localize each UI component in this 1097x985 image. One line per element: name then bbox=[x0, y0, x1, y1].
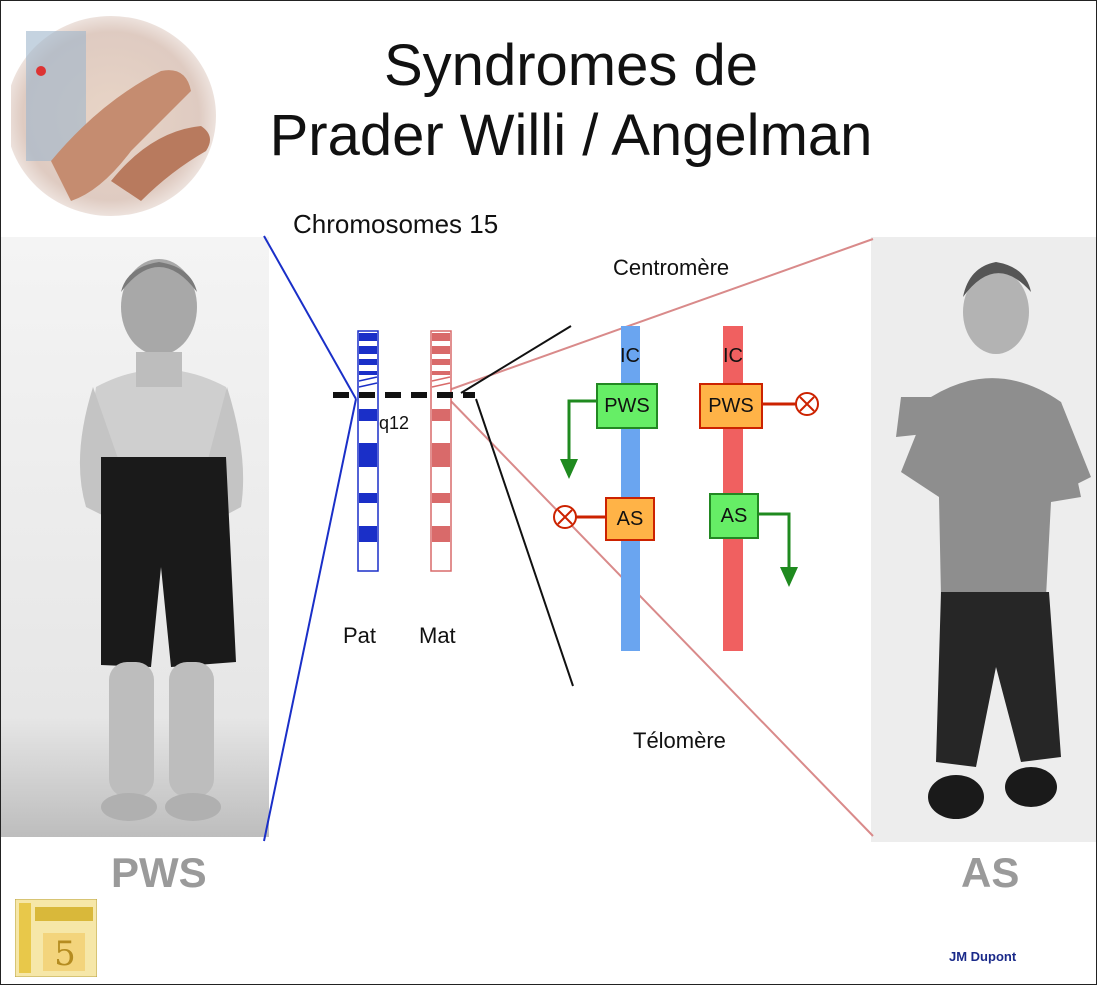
zoom-line-black-bottom bbox=[476, 399, 573, 686]
pat-label: Pat bbox=[343, 623, 376, 649]
ic-label-maternal: IC bbox=[723, 345, 743, 368]
svg-text:5: 5 bbox=[54, 934, 76, 974]
paternal-as-silenced-icon bbox=[554, 506, 605, 528]
paternal-pws-gene-box: PWS bbox=[596, 383, 658, 429]
university-logo-icon: 5 bbox=[15, 899, 97, 977]
mat-label: Mat bbox=[419, 623, 456, 649]
zoom-line-mat-bottom bbox=[446, 396, 873, 836]
zoom-line-pat-top bbox=[264, 236, 356, 399]
maternal-as-expression-arrow bbox=[759, 514, 798, 587]
maternal-as-gene-box: AS bbox=[709, 493, 759, 539]
as-patient-label: AS bbox=[961, 849, 1019, 897]
band-label: q12 bbox=[379, 413, 409, 434]
maternal-pws-silenced-icon bbox=[759, 393, 818, 415]
centromere-label: Centromère bbox=[613, 255, 729, 281]
maternal-pws-gene-box: PWS bbox=[699, 383, 763, 429]
maternal-region-bar bbox=[723, 326, 743, 651]
zoom-line-pat-bottom bbox=[264, 399, 356, 841]
maternal-chromosome bbox=[431, 331, 451, 571]
paternal-pws-expression-arrow bbox=[560, 401, 596, 479]
telomere-label: Télomère bbox=[633, 728, 726, 754]
paternal-as-gene-box: AS bbox=[605, 497, 655, 541]
paternal-chromosome bbox=[358, 331, 378, 571]
chromosomes-label: Chromosomes 15 bbox=[293, 209, 498, 240]
paternal-region-bar bbox=[621, 326, 640, 651]
author-credit: JM Dupont bbox=[949, 949, 1016, 964]
pws-patient-label: PWS bbox=[111, 849, 207, 897]
zoom-line-black-top bbox=[461, 326, 571, 393]
ic-label-paternal: IC bbox=[620, 345, 640, 368]
